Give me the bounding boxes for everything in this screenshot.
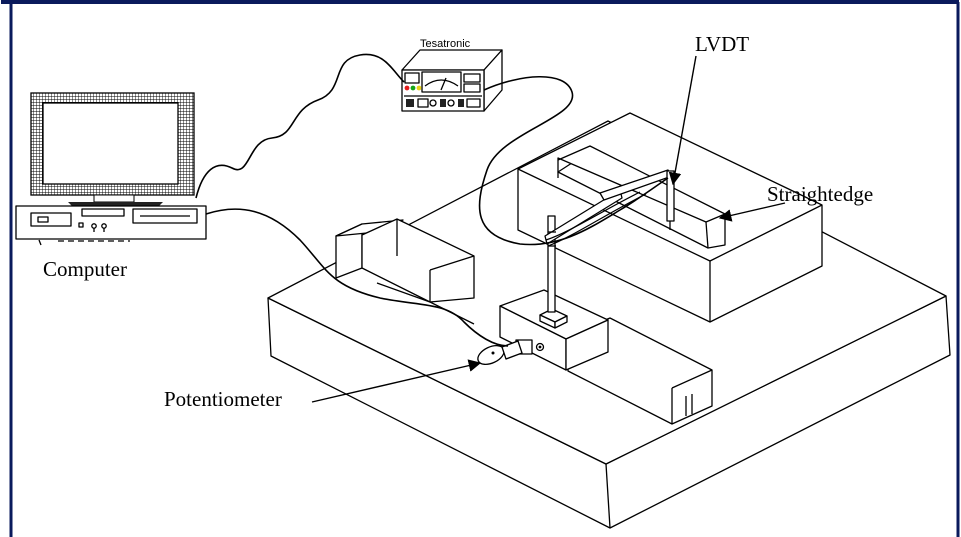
carriage	[499, 289, 609, 371]
computer	[15, 92, 207, 246]
base-table	[267, 120, 951, 529]
straightedge-label: Straightedge	[767, 182, 873, 206]
lvdt-arrow	[668, 55, 697, 186]
lvdt-label: LVDT	[695, 32, 749, 56]
green-led	[410, 85, 416, 91]
cables	[195, 53, 669, 347]
straightedge-arrow	[718, 202, 786, 222]
computer-label: Computer	[43, 257, 127, 281]
yellow-led	[416, 85, 422, 91]
potentiometer-label: Potentiometer	[164, 387, 282, 411]
tesatronic-label: Tesatronic	[420, 38, 471, 50]
potentiometer-device	[477, 340, 523, 366]
potentiometer-arrow	[311, 359, 482, 403]
labels: Computer LVDT Straightedge Potentiometer	[43, 32, 873, 411]
tesatronic-unit: Tesatronic	[401, 38, 503, 112]
red-led	[404, 85, 410, 91]
